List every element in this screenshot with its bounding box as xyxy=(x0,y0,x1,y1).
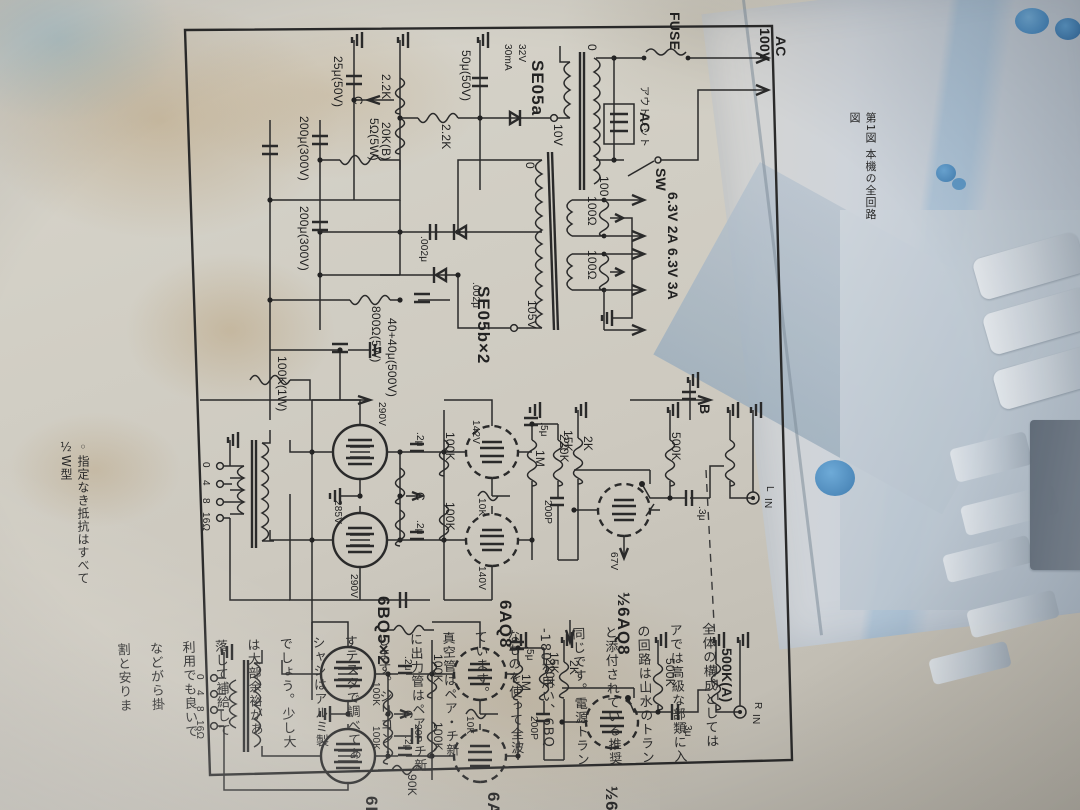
blue-knob-1 xyxy=(1015,8,1049,34)
label-volume-pot: 500K(A) xyxy=(719,648,735,703)
label-cap-2u-d: .2μ xyxy=(414,520,425,535)
label-cap-40-40u: 40+40μ(500V) xyxy=(385,318,399,398)
opt-left-tap-16: 16Ω xyxy=(200,512,211,532)
label-snubber-1: .002μ xyxy=(418,236,429,263)
label-cap-200u-b: 200μ(300V) xyxy=(297,116,311,181)
opt-left-tap-0: 0 xyxy=(200,462,211,468)
label-r-100k-c: 100K xyxy=(443,432,457,461)
label-voltage-290v-b: 290V xyxy=(348,574,359,599)
label-heater-2: 6.3V 3A xyxy=(665,248,681,300)
label-voltage-285v: 285V xyxy=(332,500,343,525)
article-column: に出力管はペア・チ新 xyxy=(406,632,427,773)
article-body: 全体の構成としてはアでは高級な部類に入の回路は山水のトランと添付されている推奨同… xyxy=(114,622,722,810)
label-r-5ohm: 5Ω(5W) xyxy=(367,118,381,161)
label-input-l: L xyxy=(764,486,775,492)
label-cap-25u: 25μ(50V) xyxy=(331,56,345,108)
article-column: なものを使って全波 xyxy=(504,628,524,756)
label-switch: SW xyxy=(653,168,669,191)
article-column: -180を用い、6BQ xyxy=(536,627,556,749)
label-pot-c: C xyxy=(351,96,365,105)
opt-left-tap-8: 8 xyxy=(200,498,211,504)
label-input-r: R xyxy=(752,702,763,710)
label-fuse: FUSE xyxy=(667,12,683,51)
label-r-500k-b: 500K xyxy=(669,432,683,461)
label-zener-current: 30mA xyxy=(502,44,513,71)
article-column: 同じです。電源トラン xyxy=(569,626,589,768)
label-cap-2u-c: .2μ xyxy=(414,432,425,447)
label-primary-tap-100: 100 xyxy=(597,176,611,197)
label-r-15k-b: 15K xyxy=(561,430,575,452)
schematic-wires xyxy=(0,0,810,810)
label-cap-3u-b: .3μ xyxy=(696,506,707,521)
label-bias-tap-10v: 10V xyxy=(551,124,565,146)
label-r-2k2-a: 2.2K xyxy=(439,124,453,150)
label-r-100k-1w: 100K(1W) xyxy=(275,356,289,412)
article-column: すテスタで調べてあ xyxy=(341,634,362,761)
label-voltage-67v: 67V xyxy=(608,552,619,571)
label-outlet-jp: アウトレット xyxy=(638,86,649,148)
label-ac-input-1: AC xyxy=(773,36,789,57)
label-primary-tap-0: 0 xyxy=(585,44,599,51)
label-r-1m-b: 1M xyxy=(533,450,547,468)
label-heater-1: 6.3V 2A xyxy=(665,192,681,244)
article-column: ています。 xyxy=(471,630,490,701)
label-zener-voltage: 32V xyxy=(516,44,527,63)
label-r-100k-d: 100K xyxy=(443,502,457,531)
opt-left-tap-4: 4 xyxy=(200,480,211,486)
article-column: と添付されている推奨 xyxy=(601,625,622,766)
label-ht-tap-105v: 105V xyxy=(525,300,539,329)
label-voltage-290v-a: 290V xyxy=(376,402,387,427)
article-column: シャシはアルミ製 xyxy=(309,635,329,749)
article-column: します。シリコン・ xyxy=(374,633,394,760)
article-column: 真空管はペア・チ新 xyxy=(439,631,459,758)
label-ac-input-2: 100V xyxy=(757,28,773,62)
label-cap-200u-a: 200μ(300V) xyxy=(297,206,311,271)
label-zener: SE05a xyxy=(528,60,547,117)
label-rail-b: B xyxy=(697,404,713,415)
label-cap-50u: 50μ(50V) xyxy=(459,50,473,102)
label-voltage-140v: 140V xyxy=(476,566,487,591)
article-column: アでは高級な部類に入 xyxy=(666,623,687,764)
label-r-800ohm: 800Ω(5W) xyxy=(369,306,383,363)
label-cap-200p-b: 200P xyxy=(542,500,553,525)
figure-caption: 第1図 本機の全回路図 xyxy=(848,112,877,221)
label-input-in-r: IN xyxy=(750,714,761,725)
label-balance-c-b: C xyxy=(413,492,427,501)
label-hum-pot-2: 100Ω xyxy=(585,250,599,280)
label-ht-tap-0: 0 xyxy=(523,162,537,169)
label-hum-pot-1: 100Ω xyxy=(585,196,599,226)
blue-knob-3 xyxy=(815,460,855,496)
photo-transformer xyxy=(1030,420,1080,570)
resistor-note: ◦指定なき抵抗はすべて½W型 xyxy=(59,440,90,585)
label-cap-5u-b: .5μ xyxy=(538,422,549,437)
blue-mark-2 xyxy=(952,178,966,190)
label-r-2k-b: 2K xyxy=(581,436,595,452)
label-r-10k-b: 10K xyxy=(476,498,487,517)
article-column: の回路は山水のトラン xyxy=(634,624,654,765)
label-voltage-142v: 142V xyxy=(470,420,481,445)
label-snubber-2: .002μ xyxy=(470,282,481,309)
blue-knob-2 xyxy=(1055,18,1080,40)
label-pot-20k: 20K(B) xyxy=(379,122,393,161)
blue-mark-1 xyxy=(936,164,956,182)
schematic-rotated-wrapper: AC 100V FUSE SW AC アウトレット 100 0 6.3V 2A … xyxy=(0,0,810,810)
label-input-in-l: IN xyxy=(762,498,773,509)
schematic: AC 100V FUSE SW AC アウトレット 100 0 6.3V 2A … xyxy=(0,0,810,810)
label-r-2k2-b: 2.2K xyxy=(379,74,393,100)
